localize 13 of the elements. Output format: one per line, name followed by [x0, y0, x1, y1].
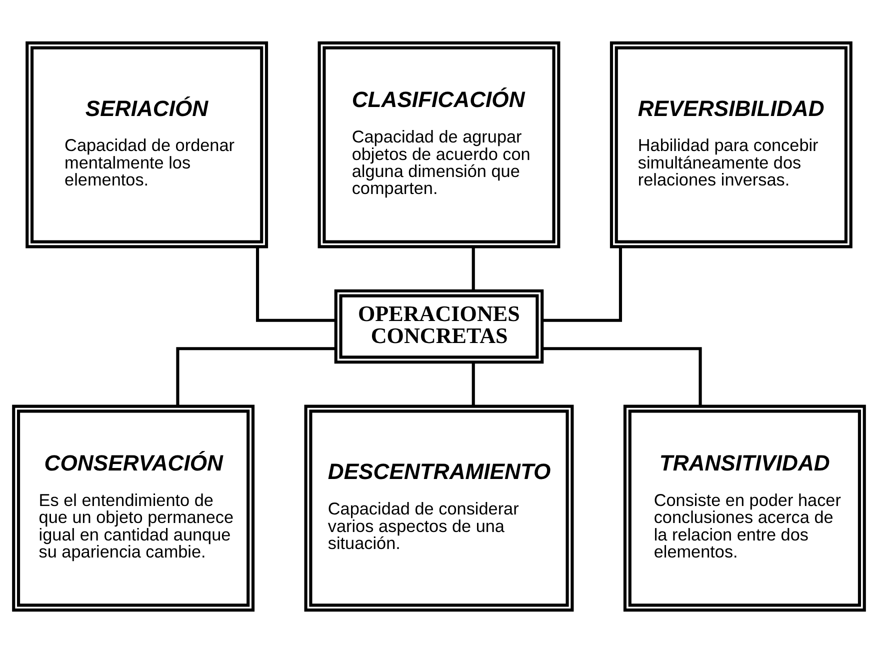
connector [542, 246, 622, 322]
node-box: SERIACIÓN Capacidad de ordenar mentalmente los elementos. [26, 40, 268, 248]
node-box: CLASIFICACIÓN Capacidad de agrupar objetos de acuerdo con alguna dimensión que comparten. [318, 40, 560, 248]
connector [256, 246, 336, 322]
node-box: REVERSIBILIDAD Habilidad para concebir simultáneamente dos relaciones inversas. [610, 40, 852, 248]
connector [176, 346, 336, 406]
connector [542, 346, 702, 406]
node-box: DESCENTRAMIENTO Capacidad de considerar varios aspectos de una situación. [304, 404, 574, 612]
node-box: CONSERVACIÓN Es el entendimiento de que un objeto permanece igual en cantidad aunque su apariencia cambie. [12, 404, 255, 612]
node-box: OPERACIONES CONCRETAS [334, 288, 544, 364]
connector [472, 362, 475, 406]
connector [472, 246, 475, 290]
node-box: TRANSITIVIDAD Consiste en poder hacer conclusiones acerca de la relacion entre dos elementos. [623, 404, 866, 612]
